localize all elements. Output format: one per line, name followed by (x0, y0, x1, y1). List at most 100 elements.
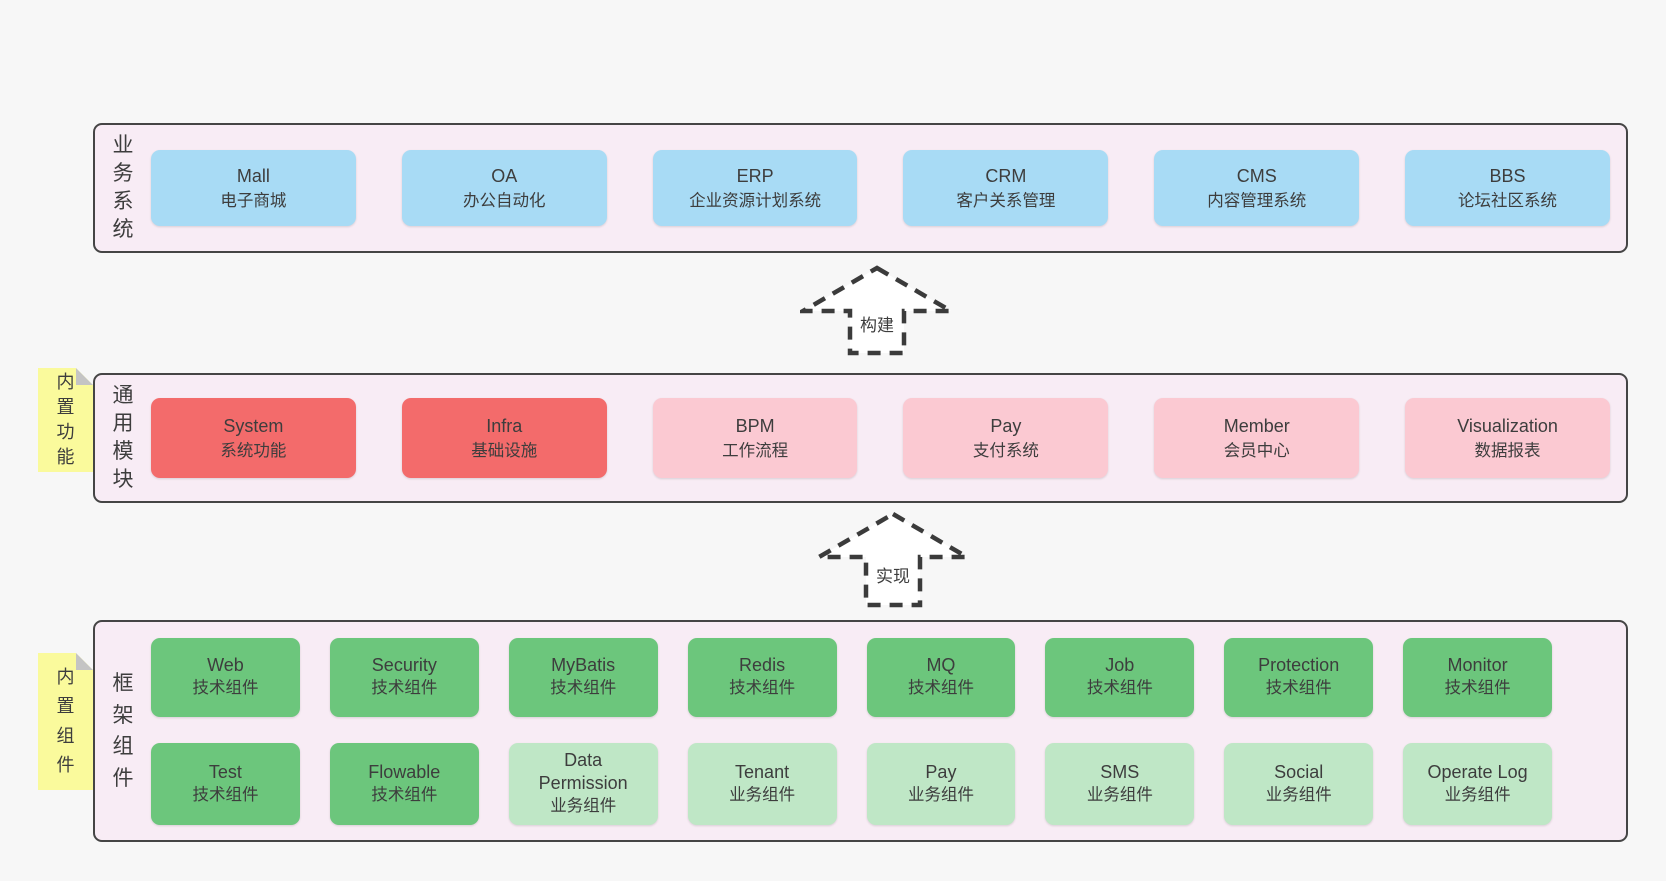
box-title: Flowable (368, 761, 441, 782)
box-test: Test 技术组件 (151, 742, 300, 825)
box-subtitle: 论坛社区系统 (1458, 191, 1558, 210)
box-title: Visualization (1457, 415, 1558, 436)
band-label-modules: 通用模块 (95, 375, 151, 501)
box-subtitle: 工作流程 (722, 441, 789, 460)
box-title: Infra (486, 415, 523, 436)
box-subtitle: 技术组件 (1444, 679, 1511, 697)
box-title: ERP (736, 165, 774, 186)
box-subtitle: 技术组件 (1086, 679, 1153, 697)
band-label-business: 业务系统 (95, 125, 151, 251)
box-data-permission: Data Permission 业务组件 (508, 742, 658, 825)
box-title: System (223, 415, 284, 436)
box-title: OA (491, 165, 518, 186)
implement-arrow-label: 实现 (873, 562, 913, 587)
band-label-business-text: 业务系统 (112, 134, 134, 241)
box-title: Pay (990, 415, 1022, 436)
box-social: Social 业务组件 (1224, 742, 1374, 825)
box-title: BBS (1489, 165, 1526, 186)
box-title: SMS (1100, 761, 1140, 782)
box-bbs: BBS 论坛社区系统 (1405, 150, 1610, 226)
box-visualization: Visualization 数据报表 (1405, 398, 1610, 478)
box-mq: MQ 技术组件 (866, 637, 1016, 717)
box-subtitle: 基础设施 (471, 441, 538, 460)
box-title: MQ (926, 655, 956, 675)
box-title: Member (1223, 415, 1290, 436)
box-oa: OA 办公自动化 (401, 150, 607, 226)
build-arrow: 构建 (794, 264, 960, 361)
band-label-components: 框架组件 (95, 622, 151, 840)
box-mybatis: MyBatis 技术组件 (508, 637, 658, 717)
box-title: CRM (985, 165, 1027, 186)
box-subtitle: 数据报表 (1474, 441, 1541, 460)
implement-arrow: 实现 (810, 510, 976, 613)
box-title: Security (371, 655, 437, 675)
box-title: CMS (1236, 165, 1277, 186)
box-title: Pay (925, 761, 957, 782)
box-subtitle: 内容管理系统 (1207, 191, 1307, 210)
box-subtitle: 技术组件 (371, 785, 438, 804)
box-title: Monitor (1447, 655, 1508, 675)
box-subtitle: 会员中心 (1223, 441, 1290, 460)
box-cms: CMS 内容管理系统 (1154, 150, 1360, 226)
folded-corner-icon (76, 368, 93, 385)
sticky-note-builtin-features-text: 内置功能 (56, 371, 75, 468)
box-erp: ERP 企业资源计划系统 (652, 150, 858, 226)
box-title: Social (1274, 761, 1324, 782)
box-subtitle: 业务组件 (1086, 785, 1153, 804)
box-flowable: Flowable 技术组件 (329, 742, 479, 825)
box-member: Member 会员中心 (1154, 398, 1360, 478)
box-bpm: BPM 工作流程 (652, 398, 858, 478)
box-subtitle: 业务组件 (1265, 785, 1332, 804)
band-label-components-text: 框架组件 (112, 672, 134, 790)
box-title: Data Permission (538, 750, 628, 793)
band-label-modules-text: 通用模块 (112, 384, 134, 491)
box-subtitle: 客户关系管理 (956, 191, 1056, 210)
folded-corner-icon (76, 653, 93, 670)
box-title: Mall (236, 165, 270, 186)
up-arrow-icon (794, 265, 960, 356)
box-operate-log: Operate Log 业务组件 (1403, 742, 1552, 825)
sticky-note-builtin-components-text: 内置组件 (56, 667, 75, 775)
box-subtitle: 技术组件 (192, 679, 259, 697)
build-arrow-label: 构建 (857, 311, 897, 336)
box-crm: CRM 客户关系管理 (903, 150, 1109, 226)
box-subtitle: 办公自动化 (462, 191, 546, 210)
box-title: Job (1105, 655, 1135, 675)
box-title: MyBatis (551, 655, 616, 675)
box-security: Security 技术组件 (329, 637, 479, 717)
box-infra: Infra 基础设施 (401, 398, 607, 478)
box-title: Test (208, 761, 242, 782)
box-monitor: Monitor 技术组件 (1403, 637, 1552, 717)
box-protection: Protection 技术组件 (1224, 637, 1374, 717)
sticky-note-builtin-features: 内置功能 (38, 368, 93, 472)
up-arrow-icon (810, 511, 976, 608)
box-subtitle: 业务组件 (1444, 785, 1511, 804)
box-subtitle: 技术组件 (550, 679, 617, 697)
box-title: Redis (739, 655, 786, 675)
box-subtitle: 技术组件 (1265, 679, 1332, 697)
box-subtitle: 企业资源计划系统 (689, 191, 822, 210)
box-subtitle: 业务组件 (550, 797, 617, 815)
box-subtitle: 技术组件 (192, 785, 259, 804)
box-job: Job 技术组件 (1045, 637, 1195, 717)
box-redis: Redis 技术组件 (687, 637, 837, 717)
box-subtitle: 技术组件 (907, 679, 974, 697)
box-sms: SMS 业务组件 (1045, 742, 1195, 825)
box-subtitle: 技术组件 (729, 679, 796, 697)
box-title: BPM (735, 415, 775, 436)
box-subtitle: 业务组件 (907, 785, 974, 804)
box-title: Operate Log (1427, 761, 1528, 782)
box-subtitle: 技术组件 (371, 679, 438, 697)
box-title: Protection (1258, 655, 1340, 675)
